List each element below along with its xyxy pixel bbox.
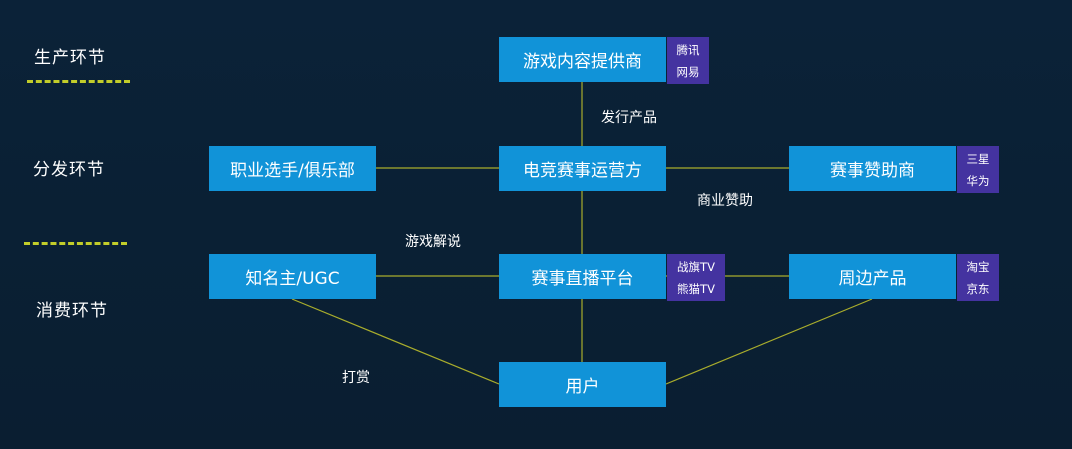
stage-production-label: 生产环节 [34,48,106,68]
tag-item: 战旗TV [677,259,715,274]
streamer-node: 知名主/UGC [209,254,376,299]
tag-item: 腾讯 [676,42,700,57]
edge-label-sponsorship: 商业赞助 [697,193,753,209]
sponsor-node: 赛事赞助商 [789,146,956,191]
platform-node: 赛事直播平台 [499,254,666,299]
users-node: 用户 [499,362,666,407]
tag-item: 淘宝 [966,259,990,274]
edge-label-publish: 发行产品 [601,110,657,126]
content-provider-tag: 腾讯 网易 [667,37,709,84]
operator-node: 电竞赛事运营方 [499,146,666,191]
tag-item: 网易 [676,64,700,79]
platform-tag: 战旗TV 熊猫TV [667,254,725,301]
edge-label-commentary: 游戏解说 [405,234,461,250]
tag-item: 熊猫TV [677,281,715,296]
stage-consumption-label: 消费环节 [36,301,108,321]
merch-tag: 淘宝 京东 [957,254,999,301]
stage-divider-1 [27,80,130,83]
content-provider-node: 游戏内容提供商 [499,37,666,82]
edge-label-tipping: 打赏 [342,370,370,386]
tag-item: 三星 [966,151,990,166]
merch-node: 周边产品 [789,254,956,299]
players-node: 职业选手/俱乐部 [209,146,376,191]
stage-distribution-label: 分发环节 [33,160,105,180]
sponsor-tag: 三星 华为 [957,146,999,193]
line-streamer-users [291,298,500,385]
tag-item: 华为 [966,173,990,188]
tag-item: 京东 [966,281,990,296]
stage-divider-2 [24,242,127,245]
line-merch-users [665,298,873,385]
